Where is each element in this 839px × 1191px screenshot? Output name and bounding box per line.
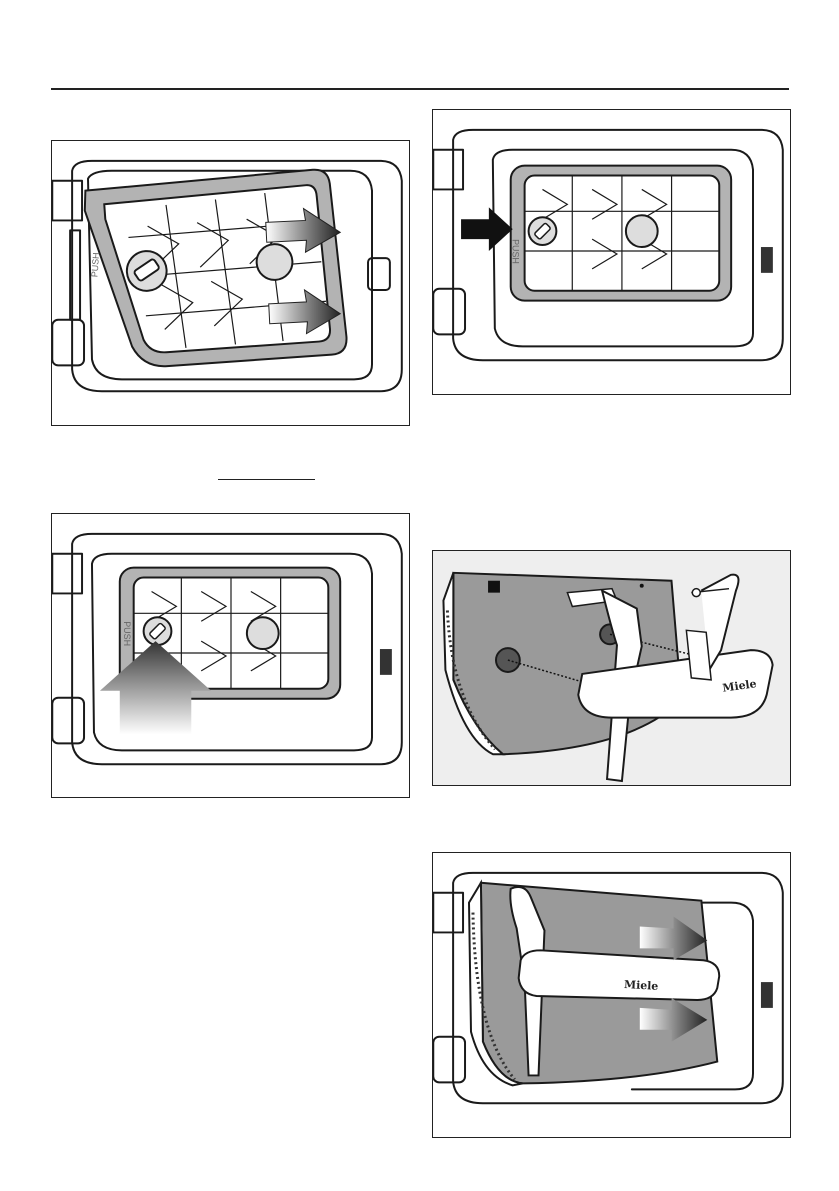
header-rule <box>51 88 789 90</box>
cross-reference-underline <box>218 479 315 480</box>
figure-remove-filter-frame: PUSH <box>51 140 410 426</box>
arrow-push-icon <box>461 207 513 251</box>
figure-mount-filter-plate: Miele <box>432 852 791 1138</box>
filter-frame: PUSH <box>511 166 731 301</box>
figure-handle-assembly: Miele <box>432 550 791 786</box>
figure-press-push-button: PUSH <box>51 513 410 798</box>
filter-plate <box>443 573 681 754</box>
figure-insert-filter-frame: PUSH <box>432 109 791 395</box>
push-label: PUSH <box>122 621 132 646</box>
push-label: PUSH <box>511 239 521 264</box>
brand-label: Miele <box>624 978 659 993</box>
push-label: PUSH <box>89 252 101 277</box>
filter-frame: PUSH <box>83 168 348 371</box>
